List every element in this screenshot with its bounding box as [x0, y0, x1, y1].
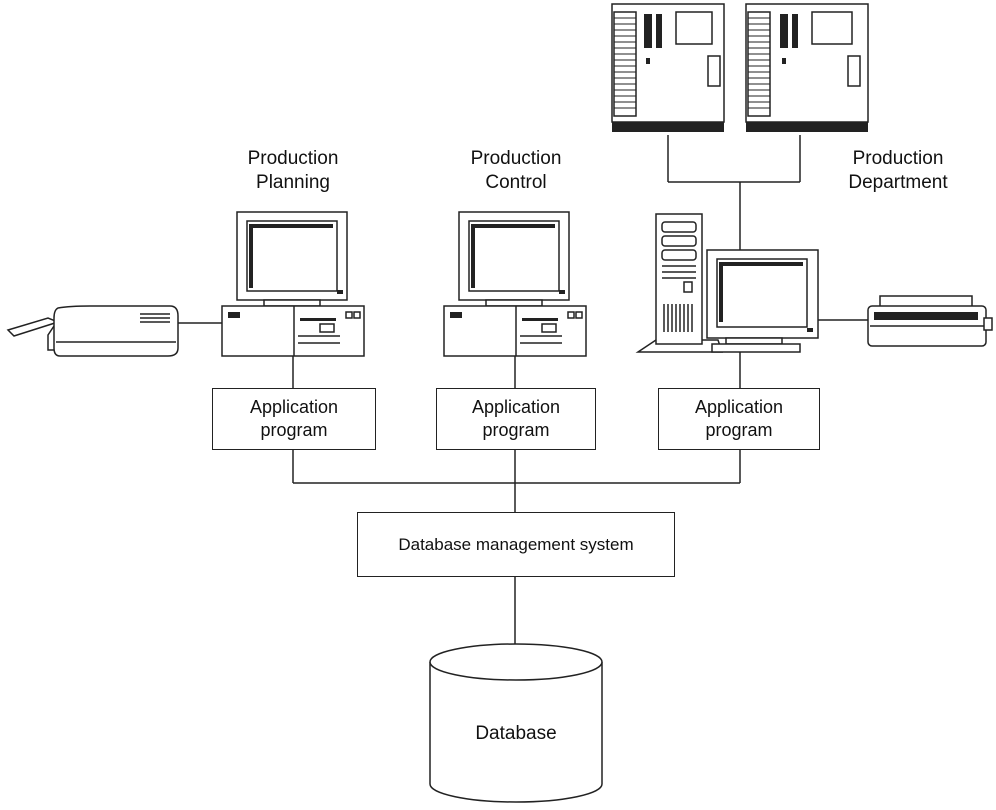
- desktop-computer-icon: [221, 211, 365, 357]
- department-label-line: Control: [485, 171, 547, 193]
- application-program-box: Application program: [212, 388, 376, 450]
- box-label-line: Application: [471, 396, 561, 417]
- box-label-line: Application: [249, 396, 339, 417]
- box-label-line: program: [482, 420, 550, 440]
- server-icon: [611, 3, 725, 132]
- box-label-line: Application: [694, 396, 784, 417]
- printer-icon: [867, 295, 993, 347]
- box-label-line: program: [260, 420, 328, 440]
- application-program-box: Application program: [658, 388, 820, 450]
- department-label-planning: Production Planning: [213, 147, 373, 195]
- dbms-box: Database management system: [357, 512, 675, 577]
- department-label-line: Production: [247, 148, 339, 169]
- server-icon: [745, 3, 869, 132]
- department-label-line: Production: [852, 148, 944, 169]
- application-program-box: Application program: [436, 388, 596, 450]
- department-label-line: Planning: [256, 171, 330, 193]
- tower-computer-icon: [635, 213, 724, 353]
- box-label-line: program: [705, 420, 773, 440]
- database-label: Database: [475, 723, 557, 744]
- dbms-label: Database management system: [398, 534, 634, 554]
- department-label-production: Production Department: [818, 147, 978, 195]
- department-label-line: Production: [470, 148, 562, 169]
- connector-lines: [175, 135, 868, 645]
- fax-machine-icon: [6, 305, 179, 357]
- monitor-icon: [706, 249, 819, 353]
- department-label-line: Department: [848, 171, 948, 193]
- department-label-control: Production Control: [436, 147, 596, 195]
- database-cylinder-icon: [429, 643, 603, 803]
- desktop-computer-icon: [443, 211, 587, 357]
